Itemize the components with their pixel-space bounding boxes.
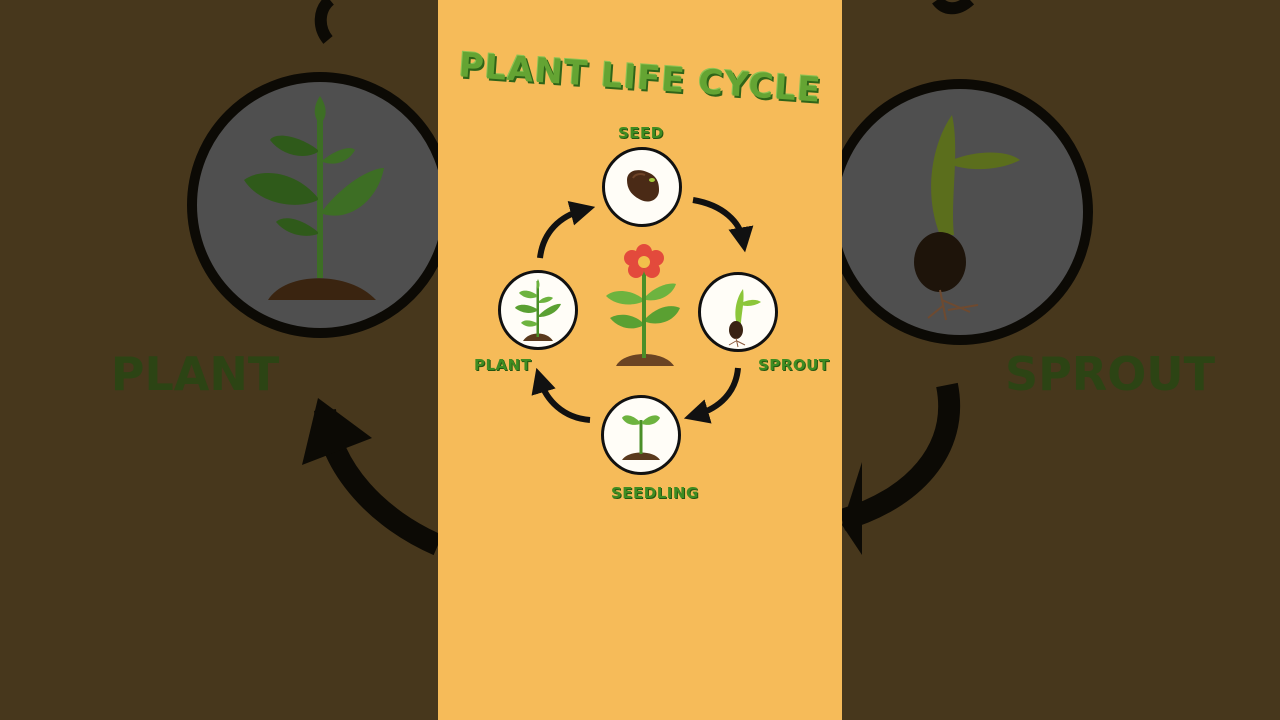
seedling-icon (622, 415, 660, 460)
stage-node-plant (498, 270, 578, 350)
sprout-icon (728, 289, 761, 348)
flower-plant-icon (606, 244, 680, 366)
flower-icon (624, 244, 664, 278)
background-label-plant: PLANT (111, 347, 280, 401)
background-left: PLANT (0, 0, 438, 720)
plant-icon-large (244, 96, 384, 300)
stage-label-seedling: SEEDLING (611, 484, 699, 502)
arrow-seedling-to-plant (531, 367, 591, 423)
cycle-arrows (531, 197, 754, 424)
background-right: SPROUT (842, 0, 1280, 720)
life-cycle-panel: PLANT LIFE CYCLE SEED SPROUT SEEDLING PL… (438, 0, 842, 720)
stage-node-sprout (698, 272, 778, 352)
seed-icon (627, 170, 659, 202)
stage-label-plant: PLANT (474, 356, 532, 374)
stage-node-seedling (601, 395, 681, 475)
arrow-sprout-to-seedling (683, 367, 741, 424)
arrow-seed-to-sprout (692, 197, 754, 253)
arrow-plant-to-seed (537, 200, 596, 259)
background-label-sprout: SPROUT (1005, 347, 1216, 401)
stage-node-seed (602, 147, 682, 227)
plant-icon (515, 279, 561, 341)
stage-label-sprout: SPROUT (758, 356, 830, 374)
sprout-icon-large (914, 115, 1020, 321)
stage-label-seed: SEED (618, 124, 664, 142)
